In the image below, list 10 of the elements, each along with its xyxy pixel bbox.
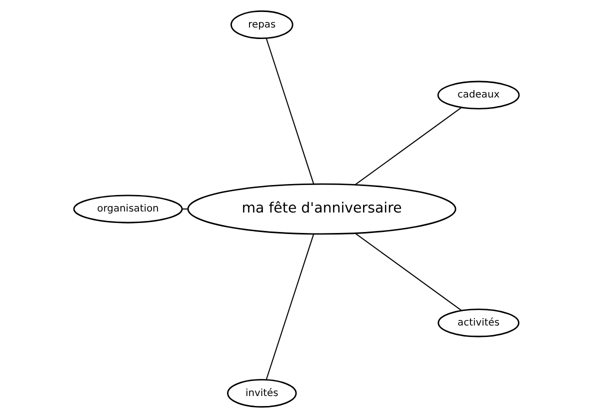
node-ellipse: organisation bbox=[73, 194, 183, 224]
connector bbox=[266, 38, 314, 184]
node-ellipse: cadeaux bbox=[437, 80, 520, 110]
node-ellipse: activités bbox=[438, 308, 520, 338]
connector bbox=[354, 232, 462, 311]
node-ellipse: ma fête d'anniversaire bbox=[187, 183, 456, 235]
connector bbox=[266, 234, 314, 380]
node-ellipse: repas bbox=[230, 10, 294, 40]
connector bbox=[354, 107, 462, 186]
node-ellipse: invités bbox=[227, 378, 297, 408]
